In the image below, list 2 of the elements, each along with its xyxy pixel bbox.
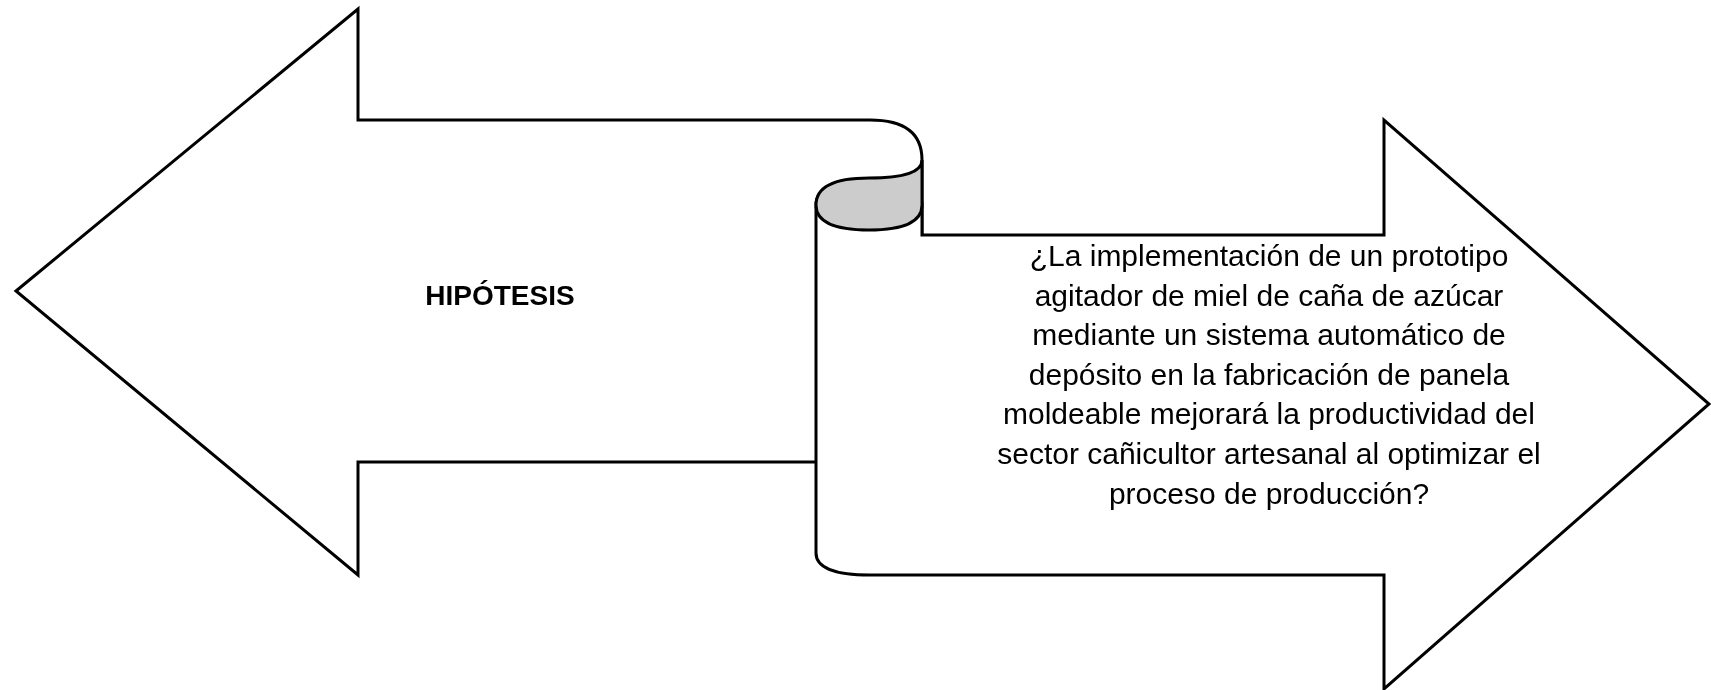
hypothesis-heading: HIPÓTESIS xyxy=(424,279,576,313)
question-text: ¿La implementación de un prototipo agitador de miel de caña de azúcar mediante un sistema automático de depósito en la fabricación de panela moldeable mejorará la productividad del sector cañicultor artesanal al optimizar el proceso de producción? xyxy=(996,238,1542,512)
